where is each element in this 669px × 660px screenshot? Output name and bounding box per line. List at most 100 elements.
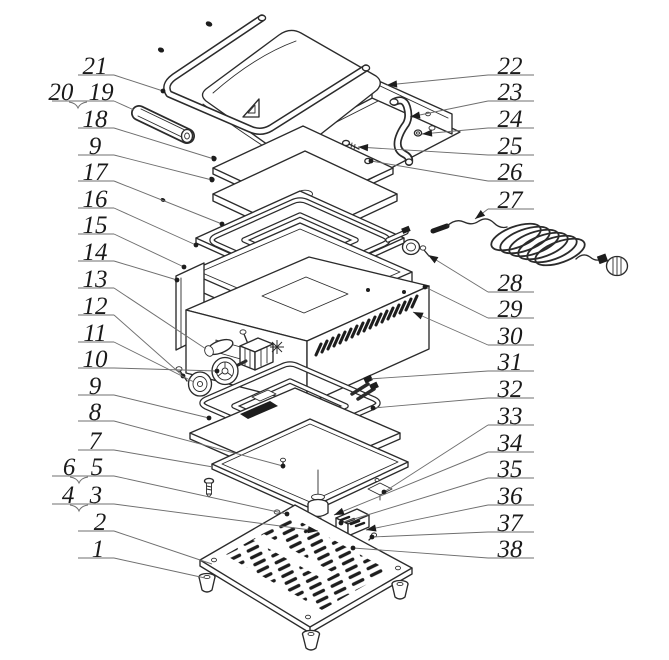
part-label-4-3: 4 3: [62, 482, 102, 509]
timer-knob: [187, 371, 213, 397]
part-label-20-19: 20 19: [48, 79, 114, 106]
part-label-23: 23: [498, 79, 523, 106]
part-callout-17-4: 17: [78, 159, 225, 227]
part-label-30: 30: [497, 323, 524, 350]
part-label-17: 17: [83, 159, 110, 186]
part-callout-22-19: 22: [386, 53, 534, 88]
leader-line-31: [368, 370, 489, 380]
leader-arrow-icon: [428, 255, 439, 264]
part-callout-36-33: 36: [365, 483, 534, 532]
part-label-13: 13: [83, 266, 108, 293]
foot-front: [301, 629, 321, 651]
leader-line-22: [386, 74, 489, 86]
leader-dot: [350, 545, 356, 551]
leader-line-36: [365, 504, 489, 531]
part-callout-31-28: 31: [366, 349, 534, 382]
part-label-37: 37: [497, 510, 525, 537]
part-label-9: 9: [89, 373, 102, 400]
leader-arrow-icon: [475, 210, 486, 219]
part-label-9: 9: [89, 133, 102, 160]
part-callout-9-3: 9: [78, 133, 215, 183]
part-label-18: 18: [83, 106, 109, 133]
leader-arrow-icon: [413, 312, 424, 320]
part-label-14: 14: [83, 239, 108, 266]
leader-arrow-icon: [307, 526, 318, 534]
part-label-16: 16: [83, 186, 109, 213]
hinge-spring-tube: [389, 96, 414, 166]
leader-dot: [160, 88, 166, 94]
leader-arrow-icon: [366, 524, 377, 532]
vent-slots-housing: [314, 294, 419, 357]
leader-dot: [193, 242, 199, 248]
leader-line-25: [357, 146, 489, 156]
leader-line-34: [333, 451, 489, 516]
part-callout-6-5-15: 6 5: [52, 454, 290, 517]
leader-line-8: [113, 420, 284, 467]
part-label-24: 24: [498, 106, 523, 133]
leader-dot: [214, 368, 220, 374]
leader-dot: [366, 376, 372, 382]
group-brace: [68, 101, 88, 110]
part-callout-9-12: 9: [78, 373, 212, 421]
part-label-25: 25: [498, 133, 523, 160]
fastener-screw-25: [341, 139, 360, 150]
part-label-35: 35: [497, 456, 523, 483]
leader-line-23: [409, 100, 489, 118]
part-callout-18-2: 18: [78, 106, 217, 162]
leader-line-37: [371, 531, 489, 538]
leader-line-20-19: [113, 100, 135, 111]
leader-line-17: [113, 180, 223, 225]
leader-dot: [211, 156, 217, 162]
leader-dot: [181, 264, 187, 270]
leader-line-21: [113, 74, 164, 92]
part-callout-29-26: 29: [422, 284, 534, 323]
base-screw: [203, 477, 215, 498]
part-label-15: 15: [83, 212, 108, 239]
part-callout-10-11: 10: [78, 346, 220, 374]
part-callout-30-27: 30: [412, 311, 534, 350]
leader-dot: [174, 277, 180, 283]
part-label-21: 21: [83, 53, 108, 80]
part-label-38: 38: [497, 536, 524, 563]
leader-line-11: [113, 341, 195, 383]
leader-dot: [370, 405, 376, 411]
leader-line-9: [113, 394, 210, 419]
leader-line-9: [113, 154, 213, 181]
leader-line-1: [113, 557, 206, 579]
part-callout-32-29: 32: [370, 376, 534, 411]
leader-line-24: [421, 127, 489, 135]
part-label-12: 12: [83, 293, 108, 320]
leader-arrow-icon: [410, 111, 421, 119]
leader-line-10: [113, 367, 218, 372]
part-label-31: 31: [497, 349, 523, 376]
leader-line-16: [113, 207, 197, 246]
leader-line-4-3: [113, 503, 319, 532]
device-artwork: [131, 14, 629, 651]
warning-triangle-icon: [247, 104, 256, 114]
leader-dot: [280, 463, 286, 469]
part-callout-11-10: 11: [78, 320, 195, 383]
leader-line-33: [383, 424, 489, 493]
part-callout-7-14: 7: [78, 428, 214, 468]
screw-fasteners-top: [157, 21, 213, 53]
part-label-28: 28: [498, 270, 524, 297]
group-brace: [69, 504, 89, 513]
part-label-7: 7: [89, 428, 103, 455]
part-callout-16-5: 16: [78, 186, 199, 248]
leader-line-30: [412, 311, 489, 346]
base-plate: [198, 504, 413, 651]
foot-left: [198, 572, 216, 593]
part-callout-24-21: 24: [421, 106, 534, 137]
part-callout-34-31: 34: [333, 430, 534, 516]
part-label-32: 32: [497, 376, 523, 403]
leader-arrow-icon: [358, 144, 369, 152]
leader-arrow-icon: [387, 80, 398, 88]
star-washer: [270, 340, 284, 354]
housing-body: [185, 256, 430, 405]
part-callout-2-17: 2: [78, 509, 213, 565]
part-callout-35-32: 35: [338, 456, 534, 526]
part-callout-1-18: 1: [78, 536, 206, 579]
